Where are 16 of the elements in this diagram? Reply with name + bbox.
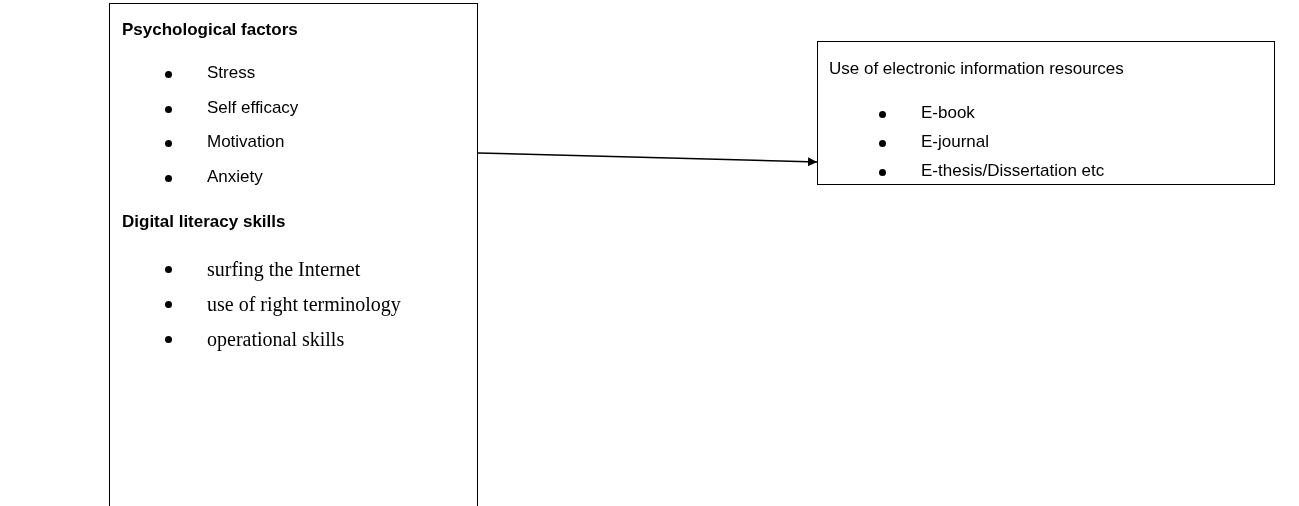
heading: Digital literacy skills — [122, 212, 286, 233]
list-item: operational skills — [207, 327, 345, 351]
arrow — [477, 152, 818, 167]
text-box — [109, 3, 478, 506]
text-box — [817, 41, 1275, 185]
list-item: Self efficacy — [207, 98, 299, 119]
list-item: use of right terminology — [207, 292, 401, 316]
list-item: E-thesis/Dissertation etc — [921, 161, 1105, 182]
label-text: Use of electronic information resources — [829, 58, 1125, 80]
heading: Psychological factors — [122, 20, 298, 41]
list-item: E-journal — [921, 132, 990, 153]
list-item: Stress — [207, 63, 256, 84]
list-item: Motivation — [207, 132, 285, 153]
list-item: E-book — [921, 103, 975, 124]
list-item: surfing the Internet — [207, 257, 361, 281]
list-item: Anxiety — [207, 167, 263, 188]
